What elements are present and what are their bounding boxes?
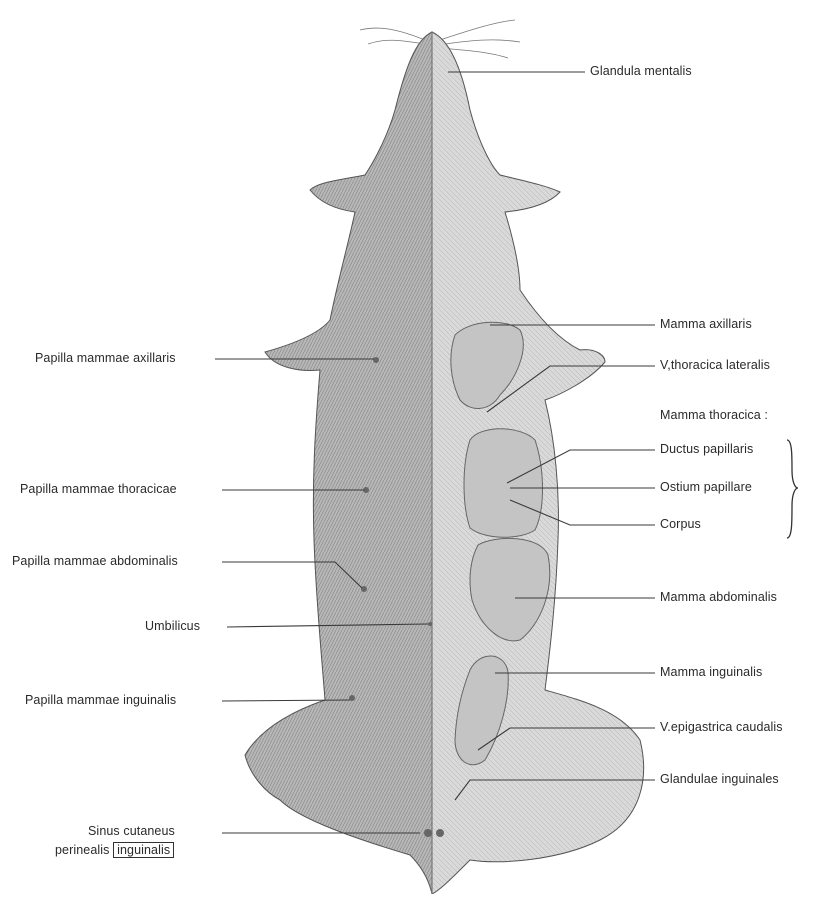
label-umbilicus: Umbilicus bbox=[145, 619, 200, 634]
label-glandula-mentalis: Glandula mentalis bbox=[590, 64, 692, 79]
label-papilla-inguinalis: Papilla mammae inguinalis bbox=[25, 693, 176, 708]
label-mamma-thoracica: Mamma thoracica : bbox=[660, 408, 768, 423]
label-papilla-axillaris: Papilla mammae axillaris bbox=[35, 351, 176, 366]
label-ductus-papillaris: Ductus papillaris bbox=[660, 442, 753, 457]
gland-thoracica bbox=[464, 429, 543, 538]
label-papilla-thoracicae: Papilla mammae thoracicae bbox=[20, 482, 177, 497]
label-sinus-perinealis: perinealis inguinalis bbox=[55, 842, 174, 858]
label-corpus: Corpus bbox=[660, 517, 701, 532]
label-sinus-cutaneus: Sinus cutaneus bbox=[88, 824, 175, 839]
label-ostium-papillare: Ostium papillare bbox=[660, 480, 752, 495]
mamma-thoracica-bracket bbox=[787, 440, 798, 538]
label-glandulae-inguinales: Glandulae inguinales bbox=[660, 772, 779, 787]
label-mamma-inguinalis: Mamma inguinalis bbox=[660, 665, 762, 680]
label-v-epigastrica-caudalis: V.epigastrica caudalis bbox=[660, 720, 821, 735]
label-perinealis-text: perinealis bbox=[55, 843, 110, 857]
fur-half bbox=[245, 32, 432, 894]
label-inguinalis-boxed: inguinalis bbox=[113, 842, 174, 858]
label-papilla-abdominalis: Papilla mammae abdominalis bbox=[12, 554, 178, 569]
label-mamma-abdominalis: Mamma abdominalis bbox=[660, 590, 777, 605]
label-v-thoracica-lateralis: V,thoracica lateralis bbox=[660, 358, 770, 373]
label-mamma-axillaris: Mamma axillaris bbox=[660, 317, 752, 332]
